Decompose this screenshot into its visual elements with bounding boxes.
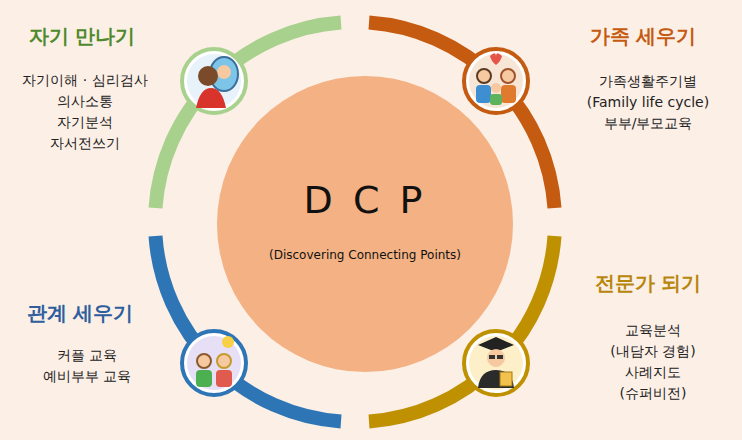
item-text: (슈퍼비전) [620,385,687,402]
item-text: 교육분석 [625,322,681,339]
circle-shape [217,76,513,372]
item-text: (내담자 경험) [610,343,695,360]
center-circle: D C P (Discovering Connecting Points) [217,76,513,372]
item-text: 사례지도 [625,364,681,381]
item-text: 가족생활주기별 [599,73,697,90]
expert-icon [464,331,528,395]
item-text: 자서전쓰기 [50,135,120,152]
item-text: 의사소통 [57,93,113,110]
section-heading: 전문가 되기 [595,271,702,295]
item-text: 예비부부 교육 [43,368,131,385]
item-text: (Family life cycle) [587,94,709,111]
section-heading: 관계 세우기 [27,301,134,325]
item-text: 부부/부모교육 [604,115,693,132]
item-text: 커플 교육 [57,347,117,364]
section-heading: 자기 만나기 [29,24,136,48]
section-heading: 가족 세우기 [590,24,697,48]
center-title: D C P [217,178,513,222]
couple-icon [182,331,246,395]
family-icon [464,49,528,113]
self-icon [182,49,246,113]
item-text: 자기이해 · 심리검사 [22,72,147,89]
item-text: 자기분석 [57,114,113,131]
center-subtitle: (Discovering Connecting Points) [217,248,513,262]
